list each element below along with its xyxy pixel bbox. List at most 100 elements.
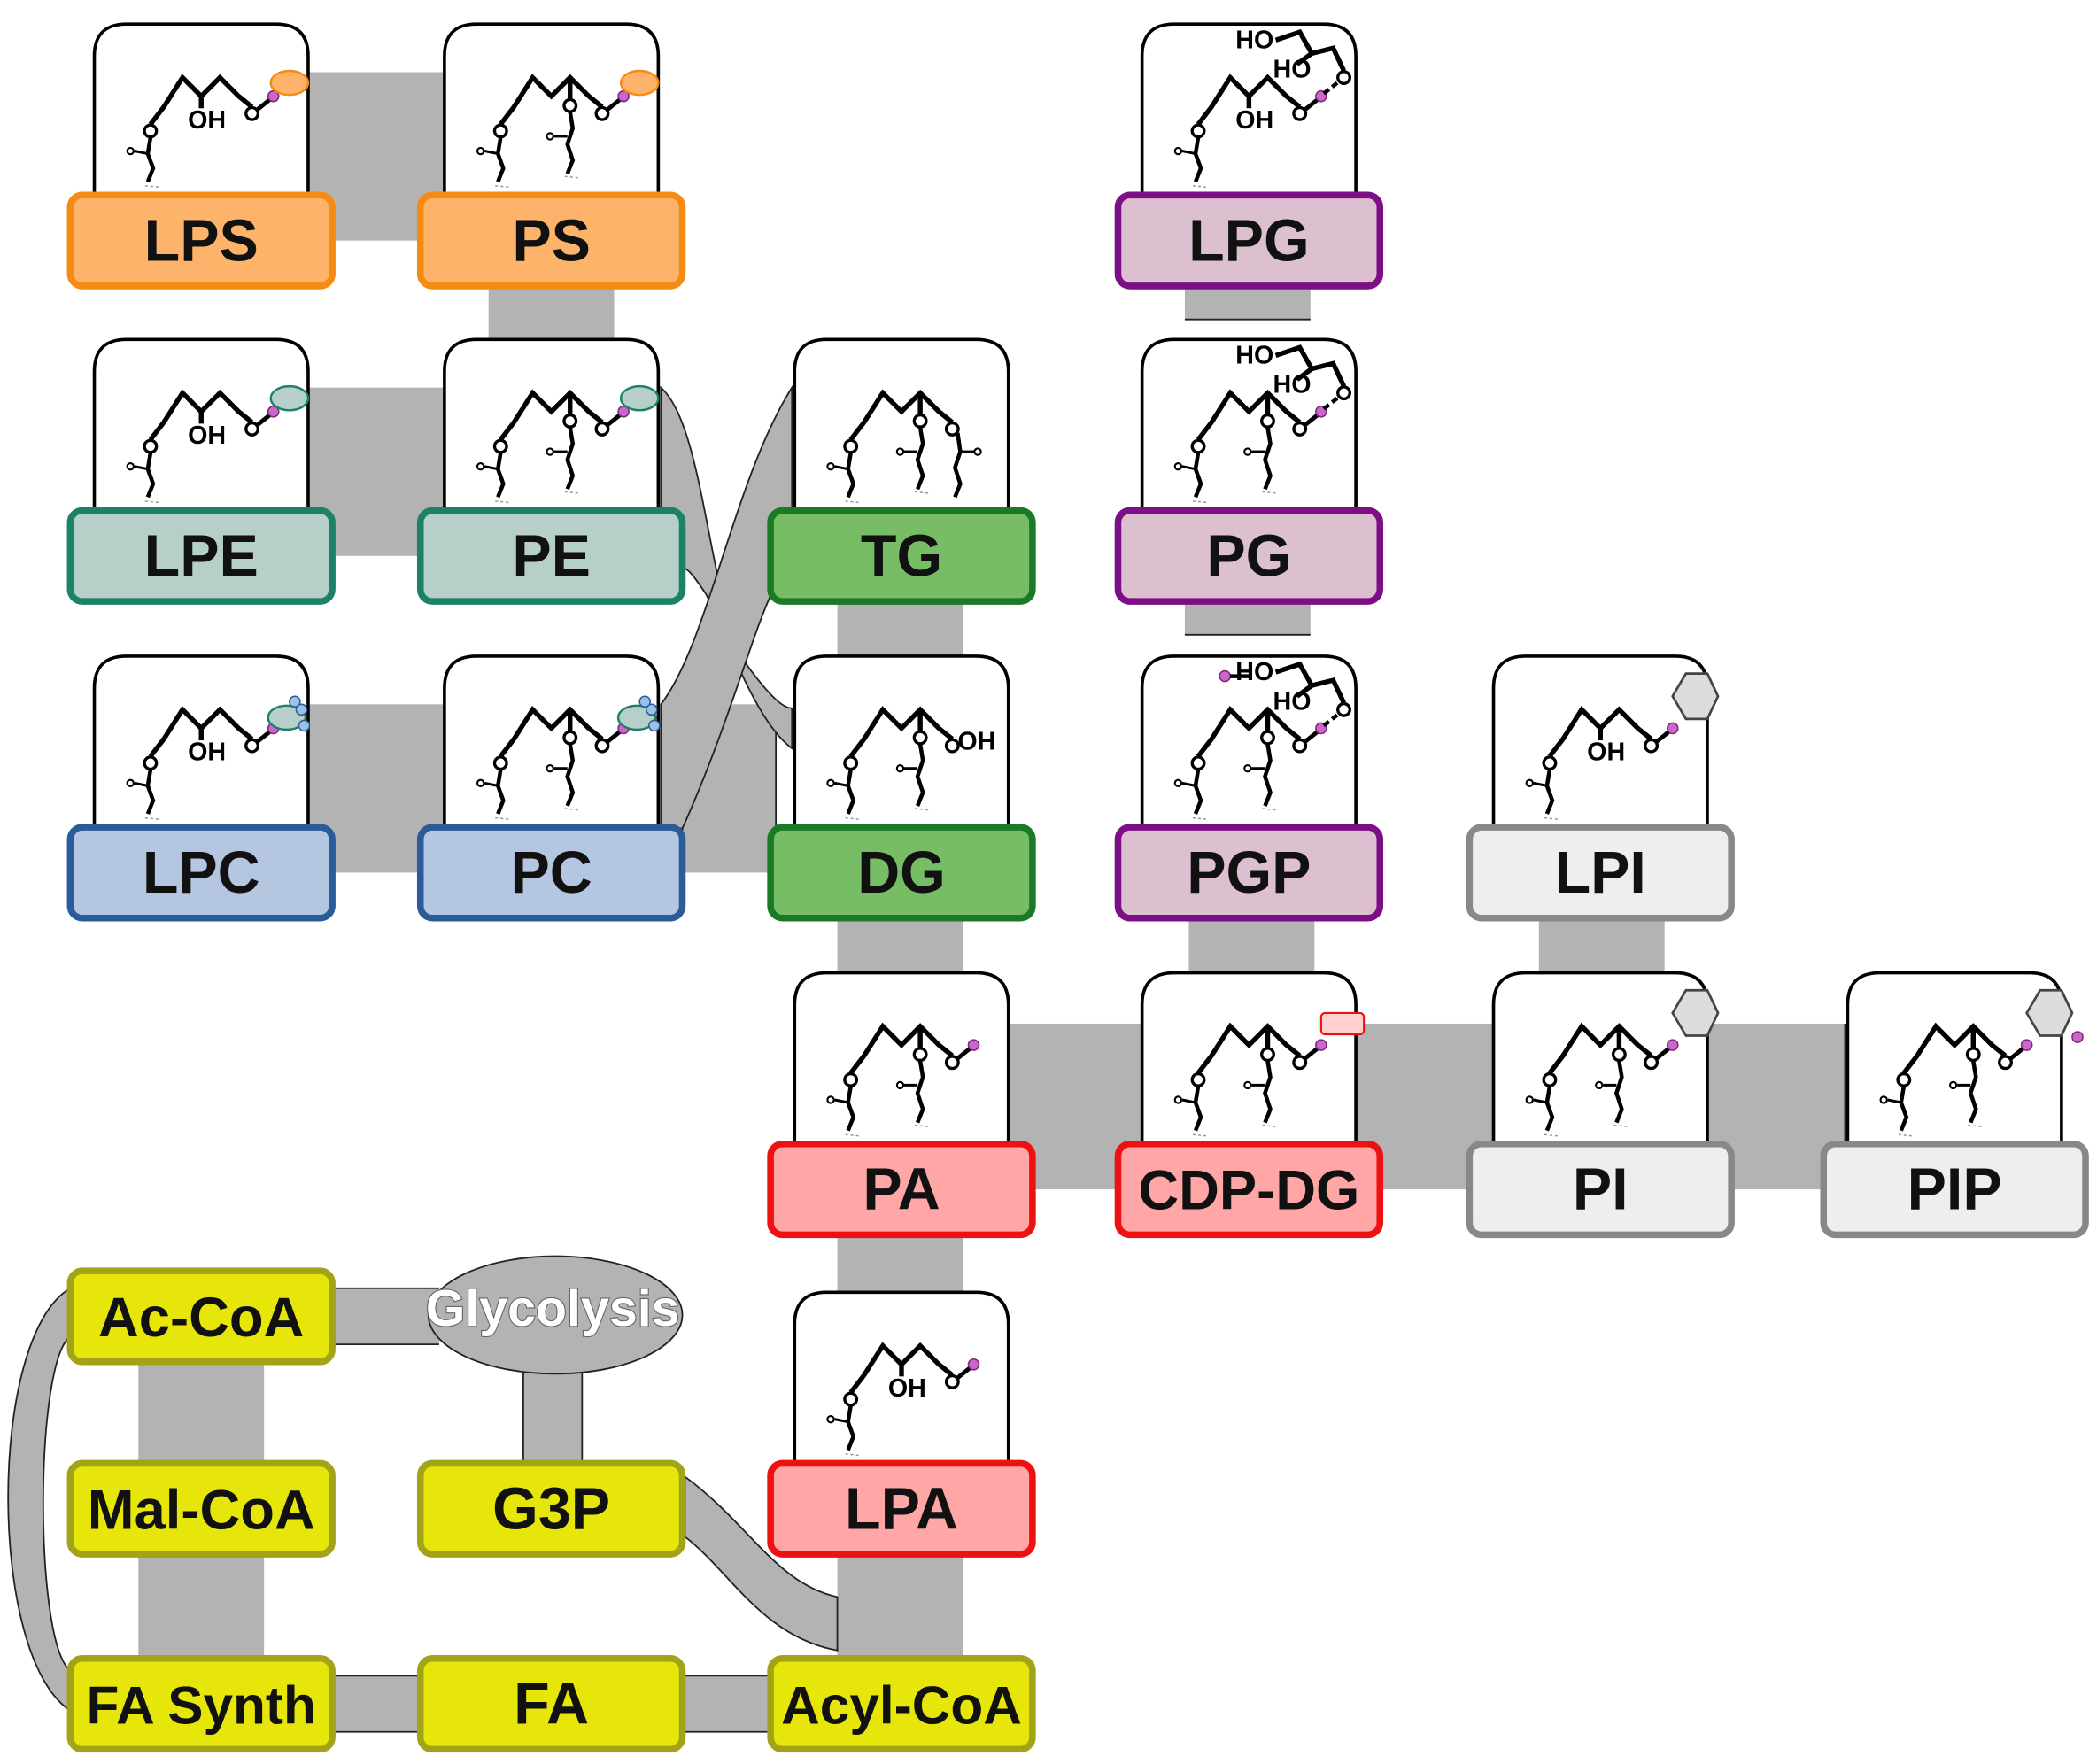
link-lpg-pg xyxy=(1184,286,1311,321)
pa-label: PA xyxy=(863,1157,940,1223)
glycolysis-node: Glycolysis xyxy=(425,1255,684,1375)
node-lps: OH LPS xyxy=(66,22,336,290)
fa-label-box xyxy=(416,1655,686,1753)
dg-structure: OH xyxy=(793,654,1010,854)
node-acyl-coa: Acyl-CoA xyxy=(767,1655,1036,1753)
pe-label: PE xyxy=(512,523,591,589)
pip-structure xyxy=(1846,971,2084,1170)
link-fasynth-fa xyxy=(332,1675,421,1733)
ac-coa-label: Ac-CoA xyxy=(98,1287,304,1349)
link-ps-pe xyxy=(488,286,615,342)
pa-structure xyxy=(793,971,1010,1170)
mal-coa-label-box xyxy=(66,1459,336,1558)
pc-structure xyxy=(443,654,661,854)
lps-label: LPS xyxy=(144,208,259,274)
g3p-label: G3P xyxy=(492,1476,610,1542)
link-pa-lpa xyxy=(837,1235,963,1294)
lps-label-box xyxy=(66,191,336,290)
pg-label-box xyxy=(1114,507,1384,605)
pi-structure xyxy=(1491,971,1720,1170)
oh-label: OH xyxy=(188,422,226,450)
node-pe: PE xyxy=(416,337,686,605)
oh-label: OH xyxy=(888,1374,926,1403)
link-g3p-acylcoa xyxy=(684,1474,839,1652)
g3p-label-box xyxy=(416,1459,686,1558)
mal-coa-label: Mal-CoA xyxy=(88,1479,315,1541)
lpa-structure: OH xyxy=(793,1290,1010,1489)
node-lpe: OH LPE xyxy=(66,337,336,605)
pgp-label: PGP xyxy=(1187,840,1311,906)
oh-label: OH xyxy=(957,728,995,756)
pc-label-box xyxy=(416,824,686,922)
dg-label-box xyxy=(767,824,1036,922)
node-fa: FA xyxy=(416,1655,686,1753)
lpg-label-box xyxy=(1114,191,1384,290)
ps-structure xyxy=(443,22,661,221)
tg-label-box xyxy=(767,507,1036,605)
ho-label: HO xyxy=(1235,341,1273,369)
lpg-label: LPG xyxy=(1188,208,1309,274)
cdp-dg-structure xyxy=(1140,971,1366,1170)
node-lpi: OH LPI xyxy=(1466,654,1735,922)
link-lpa-acylcoa xyxy=(837,1554,963,1659)
acyl-coa-label-box xyxy=(767,1655,1036,1753)
oh-label: OH xyxy=(188,739,226,767)
lpi-label-box xyxy=(1466,824,1735,922)
ho-label: HO xyxy=(1273,371,1312,399)
link-malcoa-fasynth xyxy=(138,1554,265,1660)
cdp-dg-label: CDP-DG xyxy=(1138,1160,1359,1222)
lpa-label-box xyxy=(767,1459,1036,1558)
tg-label: TG xyxy=(861,523,942,589)
link-pgp-cdpdg xyxy=(1188,918,1315,977)
pg-label: PG xyxy=(1206,523,1291,589)
pe-structure xyxy=(443,337,661,537)
link-accoa-malcoa xyxy=(138,1362,265,1465)
pe-label-box xyxy=(416,507,686,605)
link-lpi-pi xyxy=(1538,918,1665,977)
link-accoa-fasynth xyxy=(7,1287,72,1713)
cdp-dg-label-box xyxy=(1114,1141,1384,1239)
node-ac-coa: Ac-CoA xyxy=(66,1267,336,1366)
link-fa-acylcoa xyxy=(682,1675,771,1733)
lpe-structure: OH xyxy=(92,337,310,537)
node-fa-synth: FA Synth xyxy=(66,1655,336,1753)
glycolysis-label: Glycolysis xyxy=(426,1280,680,1337)
ps-label-box xyxy=(416,191,686,290)
node-dg: OH DG xyxy=(767,654,1036,922)
node-cdp-dg: CDP-DG xyxy=(1114,971,1384,1239)
link-pg-pgp xyxy=(1184,601,1311,636)
oh-label: OH xyxy=(1235,106,1273,135)
link-pe-dg xyxy=(660,385,793,750)
pip-label: PIP xyxy=(1907,1157,2002,1223)
node-pa: PA xyxy=(767,971,1036,1239)
ps-label: PS xyxy=(512,208,591,274)
fa-synth-label: FA Synth xyxy=(87,1675,316,1736)
pgp-label-box xyxy=(1114,824,1384,922)
ho-label: HO xyxy=(1235,26,1273,54)
pi-label: PI xyxy=(1573,1157,1629,1223)
oh-label: OH xyxy=(188,106,226,135)
node-tg: TG xyxy=(767,337,1036,605)
pc-label: PC xyxy=(511,840,592,906)
lpe-label-box xyxy=(66,507,336,605)
dg-label: DG xyxy=(857,840,946,906)
node-ps: PS xyxy=(416,22,686,290)
node-pc: PC xyxy=(416,654,686,922)
oh-label: OH xyxy=(1587,739,1625,767)
link-accoa-glycolysis xyxy=(332,1287,439,1346)
lpi-label: LPI xyxy=(1555,840,1646,906)
ho-label: HO xyxy=(1273,687,1312,716)
acyl-coa-label: Acyl-CoA xyxy=(781,1675,1022,1736)
node-lpc: OH LPC xyxy=(66,654,336,922)
lpe-label: LPE xyxy=(144,523,259,589)
lpi-structure: OH xyxy=(1491,654,1720,854)
pi-label-box xyxy=(1466,1141,1735,1239)
lpc-label: LPC xyxy=(143,840,260,906)
pip-label-box xyxy=(1820,1141,2089,1239)
